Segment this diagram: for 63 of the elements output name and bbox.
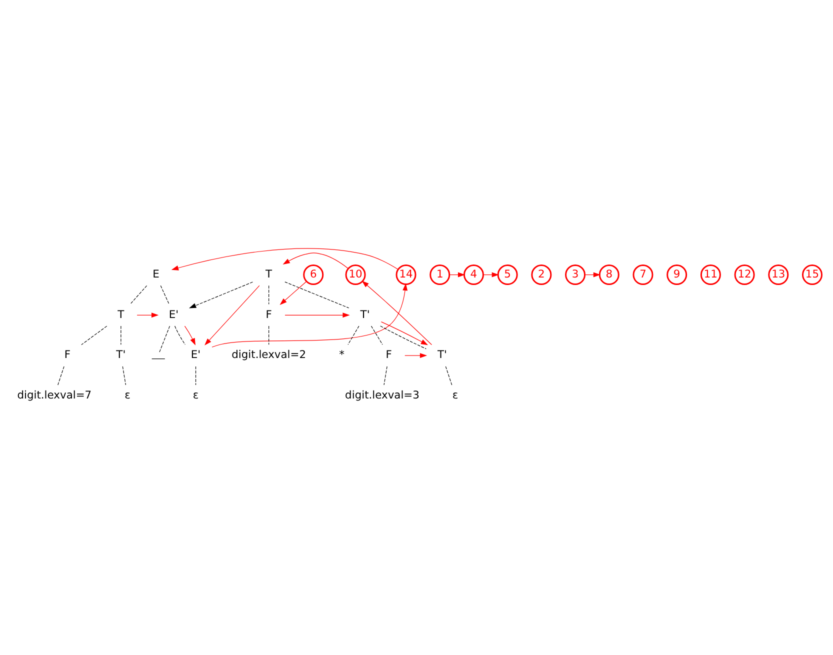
connector: [383, 366, 387, 386]
arrow: [361, 280, 432, 346]
node-text: E': [190, 348, 200, 362]
node-text: digit.lexval=7: [16, 388, 92, 402]
connector: [174, 326, 185, 345]
node-text: F: [64, 348, 70, 362]
arrow: [170, 248, 398, 270]
node-text: T': [437, 348, 446, 362]
node-text: T: [265, 267, 272, 280]
arrow: [136, 312, 158, 318]
node-text: ε: [192, 388, 198, 402]
connector: [120, 326, 121, 345]
node-circle: 14: [395, 264, 416, 286]
connector: [268, 326, 269, 345]
connector: [284, 282, 349, 308]
node-circle: 8: [598, 264, 619, 286]
arrow: [284, 312, 350, 318]
node-circle: 15: [802, 264, 822, 286]
connector: [268, 285, 269, 304]
node-text: ε: [124, 388, 130, 402]
node-circle: 6: [302, 264, 324, 286]
node-circle: 11: [700, 264, 720, 286]
arrow: [184, 326, 195, 346]
connector: [194, 366, 196, 386]
node-circle: 7: [632, 264, 653, 286]
node-circle: 10: [344, 264, 366, 286]
node-circle: 2: [530, 264, 552, 286]
node-text: E: [152, 267, 159, 280]
node-bar: [151, 358, 165, 360]
arrow: [279, 281, 306, 305]
node-circle: 3: [564, 264, 586, 286]
node-text: T': [360, 308, 370, 321]
arrow: [211, 283, 408, 348]
node-text: F: [385, 348, 392, 362]
connector: [370, 326, 382, 345]
connector: [80, 326, 107, 346]
connector: [57, 366, 64, 386]
node-text: E': [168, 308, 178, 321]
node-text: T: [117, 308, 124, 321]
connector: [347, 326, 359, 345]
node-circle: 4: [462, 264, 484, 286]
arrow: [282, 252, 348, 269]
node-text: digit.lexval=3: [344, 388, 419, 402]
arrow: [404, 353, 427, 358]
node-text: T': [116, 348, 126, 362]
node-text: digit.lexval=2: [231, 348, 306, 362]
connector: [160, 285, 169, 304]
connector: [158, 326, 170, 353]
node-text: *: [338, 348, 344, 362]
arrow: [380, 322, 428, 346]
node-text: ε: [452, 388, 458, 402]
node-circle: 12: [734, 264, 754, 286]
arrow: [204, 285, 260, 346]
node-text: F: [265, 308, 272, 321]
node-circle: 9: [666, 264, 687, 286]
node-circle: 5: [496, 264, 518, 286]
arrow: [188, 282, 252, 308]
connector: [129, 285, 147, 304]
node-circle: 13: [768, 264, 788, 286]
connector: [380, 326, 426, 350]
connector: [444, 366, 452, 386]
connector: [122, 366, 126, 386]
node-circle: 1: [429, 264, 450, 286]
